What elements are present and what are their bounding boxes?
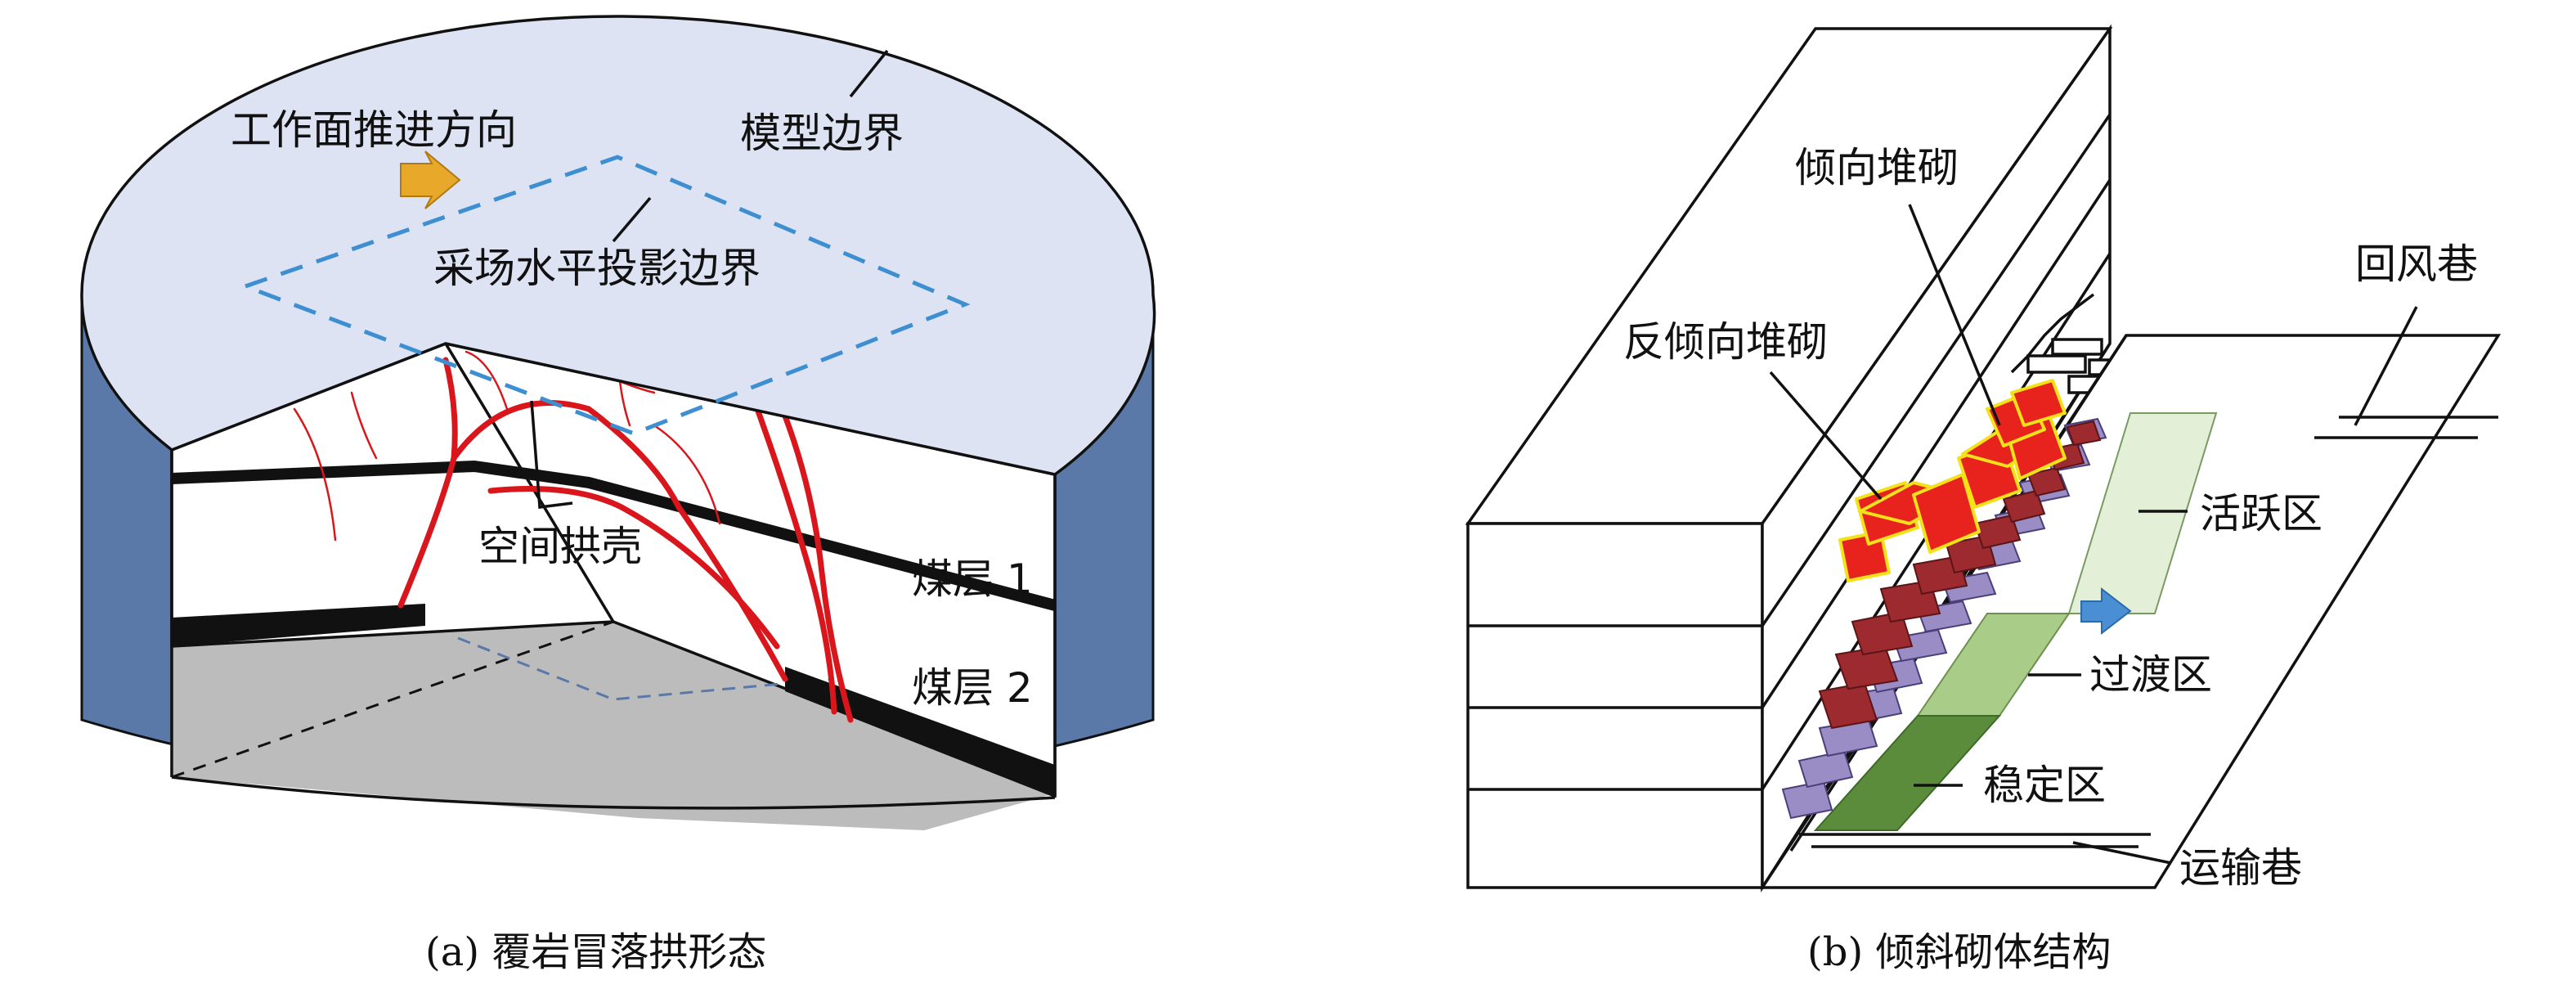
label-inclined-masonry: 倾向堆砌 (1795, 144, 1959, 191)
left-block-front (1468, 524, 1762, 888)
label-stope-projection: 采场水平投影边界 (433, 245, 761, 292)
step-block-3 (2053, 339, 2102, 354)
panel-a-diagram: 工作面推进方向 模型边界 采场水平投影边界 空间拱壳 煤层 1 煤层 2 (a)… (82, 16, 1155, 975)
label-spatial-arch-shell: 空间拱壳 (478, 523, 642, 570)
label-active-zone: 活跃区 (2200, 490, 2322, 537)
panel-b-diagram: 倾向堆砌 反倾向堆砌 回风巷 活跃区 过渡区 稳定区 运输巷 (b) 倾斜砌体结… (1468, 29, 2498, 975)
label-transition-zone: 过渡区 (2089, 651, 2212, 699)
label-anti-inclined-masonry: 反倾向堆砌 (1623, 318, 1828, 366)
label-advance-direction: 工作面推进方向 (231, 106, 517, 154)
caption-panel-a: (a) 覆岩冒落拱形态 (425, 929, 766, 975)
label-model-boundary: 模型边界 (740, 110, 904, 157)
label-coal-seam-2: 煤层 2 (912, 664, 1033, 712)
label-return-airway: 回风巷 (2355, 241, 2478, 288)
step-block-1 (2028, 356, 2085, 372)
label-coal-seam-1: 煤层 1 (912, 555, 1033, 603)
caption-panel-b: (b) 倾斜砌体结构 (1807, 929, 2111, 975)
label-stable-zone: 稳定区 (1983, 762, 2106, 809)
label-haulage-roadway: 运输巷 (2179, 844, 2302, 892)
